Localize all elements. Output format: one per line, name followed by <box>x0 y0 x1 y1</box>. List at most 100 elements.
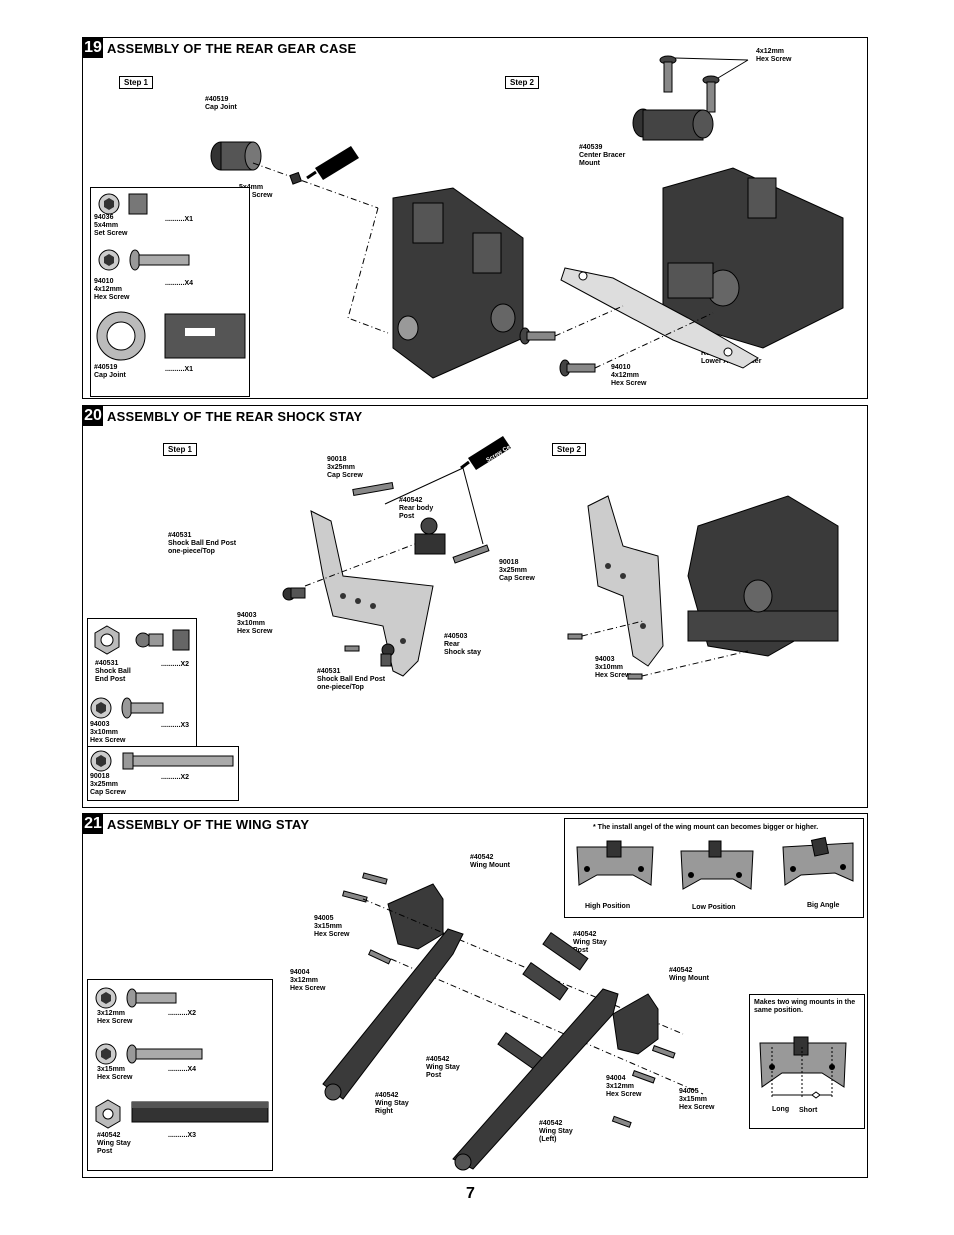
wing-stay-post-icon <box>542 931 589 971</box>
s21-same-note: Makes two wing mounts in the same positi… <box>754 999 856 1014</box>
hex-screw-icon <box>631 1070 656 1084</box>
hex-screw-icon <box>95 1043 203 1065</box>
shock-ball-end-post-icon <box>282 587 306 601</box>
hex-screw-icon <box>659 55 677 93</box>
screw-cement-tube-icon <box>460 436 511 470</box>
rear-shock-stay-icon <box>587 495 664 667</box>
rear-shock-stay-icon <box>310 510 434 677</box>
set-screw-icon <box>98 193 148 215</box>
s21-long-label: Long <box>772 1106 790 1113</box>
hex-screw-icon <box>90 697 164 719</box>
s20-part1-qty: ..........X2 <box>161 661 190 668</box>
shock-ball-end-post-icon <box>94 625 190 655</box>
s20-step1-illustration <box>282 436 511 677</box>
cap-screw-icon <box>452 544 490 564</box>
hex-screw-icon <box>651 1045 676 1059</box>
hex-screw-icon <box>567 633 583 640</box>
section-21: 21 ASSEMBLY OF THE WING STAY * The insta… <box>82 813 868 1178</box>
wing-mount-icon <box>759 1036 847 1099</box>
section-21-header: 21 ASSEMBLY OF THE WING STAY <box>83 814 309 834</box>
rear-body-post-icon <box>414 517 446 555</box>
shock-ball-end-post-icon <box>380 643 395 667</box>
hex-screw-icon <box>627 673 643 680</box>
hex-screw-icon <box>362 872 388 885</box>
hex-screw-icon <box>342 890 368 903</box>
wing-mount-positions <box>576 836 854 890</box>
wing-mount-icon <box>782 836 854 886</box>
hex-screw-icon <box>344 645 360 652</box>
section-20-title: ASSEMBLY OF THE REAR SHOCK STAY <box>107 408 363 424</box>
s19-step2-label: Step 2 <box>505 76 540 89</box>
s21-install-note: * The install angel of the wing mount ca… <box>593 824 819 831</box>
rear-gear-case-icon <box>687 495 839 657</box>
page-number: 7 <box>466 1185 475 1202</box>
cap-joint-icon <box>96 311 246 361</box>
s21-part1-qty: ..........X2 <box>168 1010 197 1017</box>
wing-mount-icon <box>576 840 654 886</box>
cap-joint-icon <box>210 141 262 171</box>
hex-screw-icon <box>611 1115 632 1128</box>
center-bracer-mount-icon <box>632 108 714 141</box>
rear-gear-case-icon <box>392 187 524 379</box>
section-21-title: ASSEMBLY OF THE WING STAY <box>107 816 310 832</box>
s20-step2-illustration <box>567 495 839 680</box>
s20-step1-label: Step 1 <box>163 443 198 456</box>
wing-stay-left-icon <box>452 988 619 1171</box>
s21-wing-stay-illustration <box>322 872 704 1171</box>
s19-part2-qty: ..........X4 <box>165 280 194 287</box>
s21-same-position-box: Makes two wing mounts in the same positi… <box>749 994 865 1129</box>
section-19-header: 19 ASSEMBLY OF THE REAR GEAR CASE <box>83 38 356 58</box>
hex-screw-icon <box>559 359 596 377</box>
s20-part2-qty: ..........X3 <box>161 722 190 729</box>
s20-step2-label: Step 2 <box>552 443 587 456</box>
hex-screw-icon <box>98 249 190 271</box>
lower-arm-holder-icon <box>560 267 759 369</box>
set-screw-icon <box>289 171 303 185</box>
wing-stay-right-icon <box>322 928 464 1101</box>
s21-position-low: Low Position <box>692 904 736 911</box>
wing-mount-icon <box>387 883 444 950</box>
s21-position-big-angle: Big Angle <box>807 902 840 909</box>
s21-install-angle-box: * The install angel of the wing mount ca… <box>564 818 864 918</box>
hex-screw-icon <box>702 75 720 113</box>
s21-part2-qty: ..........X4 <box>168 1066 197 1073</box>
wing-stay-post-icon <box>522 961 569 1001</box>
s19-step2-illustration <box>519 55 844 377</box>
hex-screw-icon <box>95 987 177 1009</box>
section-21-number: 21 <box>83 814 103 834</box>
s21-part3-qty: ..........X3 <box>168 1132 197 1139</box>
s20-part3-qty: ..........X2 <box>161 774 190 781</box>
hex-screw-icon <box>519 327 556 345</box>
